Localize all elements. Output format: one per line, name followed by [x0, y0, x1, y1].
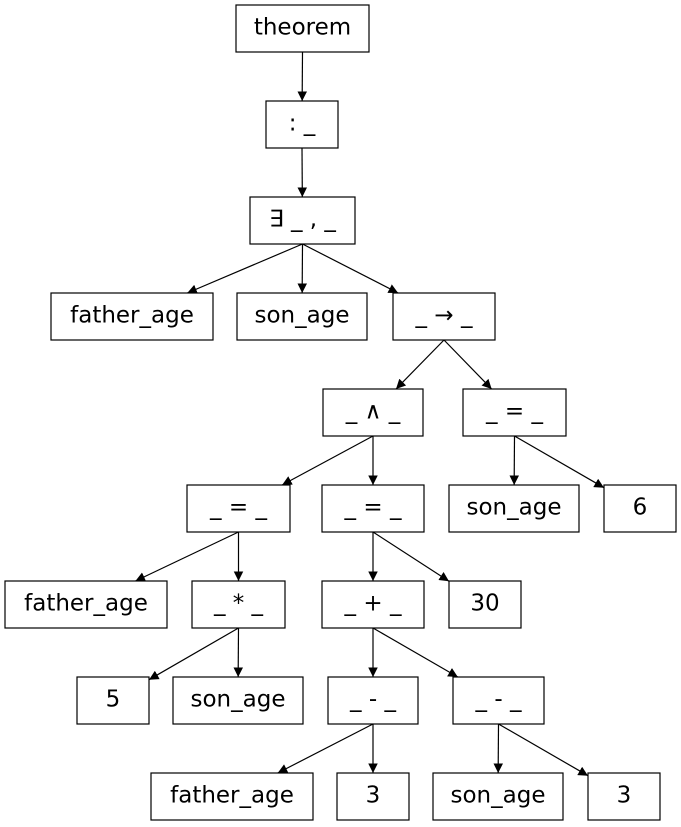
node-box [432, 772, 564, 821]
edge-n10-n16 [372, 531, 450, 582]
node-box [186, 484, 291, 533]
tree-node: father_age [150, 772, 314, 821]
node-box [321, 580, 425, 629]
node-label: 3 [366, 783, 381, 809]
node-box [322, 388, 424, 437]
node-label: 30 [470, 591, 499, 617]
tree-node: _ → _ [392, 292, 496, 341]
edge-n3-n4 [187, 243, 303, 294]
tree-node: son_age [172, 676, 304, 725]
node-box [249, 196, 356, 245]
node-box [50, 292, 214, 341]
node-label: son_age [451, 783, 546, 809]
node-label: _ - _ [475, 687, 522, 713]
tree-node: _ + _ [321, 580, 425, 629]
tree-node: _ = _ [321, 484, 425, 533]
node-label: : _ [289, 111, 316, 137]
tree-node: 3 [336, 772, 410, 821]
node-box [191, 580, 286, 629]
node-box [150, 772, 314, 821]
node-label: 6 [633, 495, 648, 521]
node-label: _ ∧ _ [345, 399, 401, 425]
node-label: father_age [24, 591, 148, 617]
tree-node: : _ [265, 100, 339, 149]
node-box [235, 4, 370, 53]
node-label: 3 [617, 783, 632, 809]
edge-n19-n21 [277, 723, 374, 774]
node-box [327, 676, 419, 725]
node-label: _ → _ [415, 303, 473, 329]
node-box [4, 580, 168, 629]
tree-edges [135, 51, 605, 777]
node-label: son_age [191, 687, 286, 713]
edge-n9-n13 [135, 531, 239, 582]
node-box [462, 388, 567, 437]
tree-node: 3 [587, 772, 661, 821]
node-label: son_age [255, 303, 350, 329]
tree-node: _ * _ [191, 580, 286, 629]
edge-n6-n8 [443, 339, 493, 390]
tree-node: ∃ _ , _ [249, 196, 356, 245]
node-box [321, 484, 425, 533]
tree-node: _ = _ [186, 484, 291, 533]
edge-n7-n9 [281, 435, 374, 486]
tree-nodes: theorem : _ ∃ _ , _ father_age son_age _ → _ _… [4, 4, 677, 821]
node-label: son_age [467, 495, 562, 521]
edge-n14-n17 [148, 627, 239, 681]
tree-node: _ = _ [462, 388, 567, 437]
tree-node: 5 [76, 676, 150, 725]
tree-node: father_age [50, 292, 214, 341]
tree-node: son_age [432, 772, 564, 821]
tree-node: son_age [448, 484, 580, 533]
node-label: ∃ _ , _ [269, 207, 336, 233]
node-box [603, 484, 677, 533]
node-label: father_age [170, 783, 294, 809]
node-label: 5 [106, 687, 121, 713]
node-label: _ = _ [344, 495, 402, 521]
edge-n6-n7 [395, 339, 445, 390]
node-label: father_age [70, 303, 194, 329]
node-label: theorem [254, 15, 351, 41]
node-label: _ + _ [344, 591, 402, 617]
tree-node: son_age [236, 292, 368, 341]
node-label: _ * _ [213, 591, 264, 617]
node-box [172, 676, 304, 725]
node-box [452, 676, 545, 725]
node-box [76, 676, 150, 725]
tree-node: father_age [4, 580, 168, 629]
node-box [265, 100, 339, 149]
node-box [587, 772, 661, 821]
tree-node: _ ∧ _ [322, 388, 424, 437]
tree-node: _ - _ [327, 676, 419, 725]
node-label: _ = _ [209, 495, 267, 521]
node-box [336, 772, 410, 821]
node-box [448, 580, 522, 629]
tree-node: _ - _ [452, 676, 545, 725]
node-box [448, 484, 580, 533]
node-label: _ = _ [485, 399, 543, 425]
node-label: _ - _ [349, 687, 396, 713]
tree-node: 6 [603, 484, 677, 533]
edge-n20-n24 [498, 723, 589, 777]
edge-n8-n12 [514, 435, 605, 489]
tree-node: theorem [235, 4, 370, 53]
edge-n3-n6 [302, 243, 399, 294]
node-box [392, 292, 496, 341]
edge-n15-n20 [372, 627, 459, 678]
node-box [236, 292, 368, 341]
tree-node: 30 [448, 580, 522, 629]
